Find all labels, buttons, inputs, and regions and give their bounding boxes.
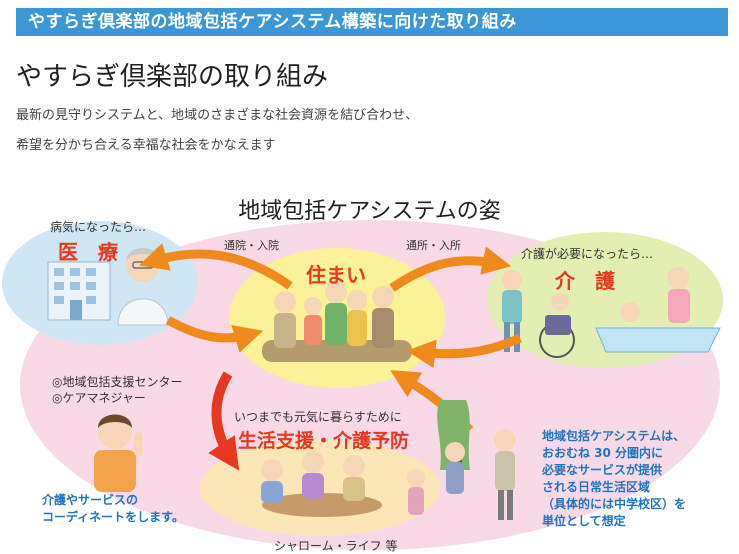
system-note-line-6: 単位として想定 [542, 514, 626, 528]
support-footer: シャローム・ライフ 等 [274, 539, 398, 553]
family-icon [262, 281, 412, 362]
medical-caption: 病気になったら… [50, 220, 147, 234]
arrow-right-label: 通所・入所 [406, 239, 461, 252]
system-note-line-1: 地域包括ケアシステムは、 [542, 429, 686, 443]
coordinator-line-1: ◎地域包括支援センター [52, 375, 183, 389]
care-caption: 介護が必要になったら… [521, 247, 654, 261]
care-manager-icon [94, 414, 143, 492]
intro-line-2: 希望を分かち合える幸福な社会をかなえます [16, 138, 276, 153]
housing-label: 住まい [306, 263, 366, 287]
system-note: 地域包括ケアシステムは、 おおむね 30 分圏内に 必要なサービスが提供 される… [542, 428, 686, 530]
system-note-line-2: おおむね 30 分圏内に [542, 446, 664, 460]
page-title: やすらぎ倶楽部の取り組み [16, 62, 329, 92]
system-note-line-5: （具体的には中学校区）を [542, 497, 687, 511]
arrow-housing-to-medical [138, 243, 293, 290]
arrow-housing-to-care [389, 246, 512, 292]
system-note-line-4: される日常生活区域 [542, 480, 651, 494]
support-caption: いつまでも元気に暮らすために [234, 410, 402, 424]
coordinator-line-2: ◎ケアマネジャー [52, 391, 146, 405]
coordinator-note: 介護やサービスの コーディネートをします。 [42, 492, 184, 526]
arrow-housing-to-support [208, 371, 240, 471]
arrow-medical-to-housing [165, 316, 264, 353]
header-banner: やすらぎ倶楽部の地域包括ケアシステム構築に向けた取り組み [16, 8, 728, 36]
arrow-left-label: 通院・入院 [224, 239, 279, 252]
care-label: 介 護 [555, 269, 615, 293]
intro-line-1: 最新の見守りシステムと、地域のさまざまな社会資源を結び合わせ、 [16, 108, 419, 123]
coordinator-note-line-2: コーディネートをします。 [42, 510, 184, 524]
medical-label: 医 療 [58, 240, 118, 264]
hospital-icon [47, 261, 111, 321]
support-label: 生活支援・介護予防 [238, 430, 410, 452]
diagram-title: 地域包括ケアシステムの姿 [238, 199, 501, 224]
elderly-group-icon [261, 451, 382, 517]
exercising-seniors-icon [407, 400, 516, 520]
bath-icon [595, 267, 721, 353]
system-note-line-3: 必要なサービスが提供 [542, 463, 663, 477]
arrow-care-to-housing [406, 333, 522, 369]
coordinator-note-line-1: 介護やサービスの [42, 493, 139, 507]
